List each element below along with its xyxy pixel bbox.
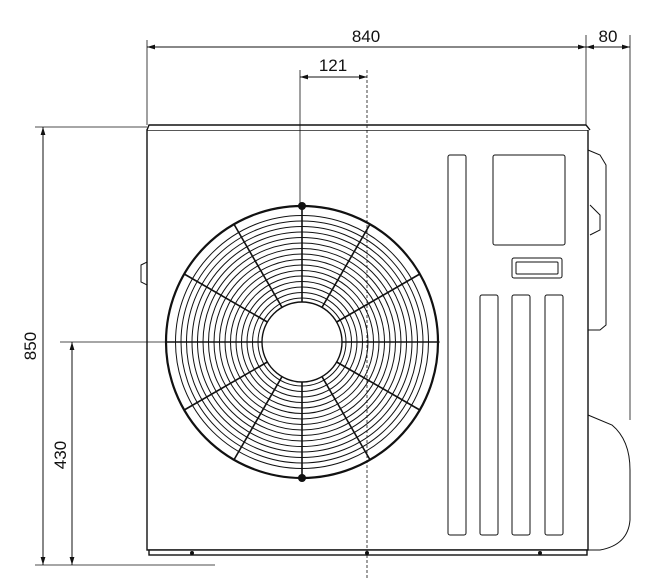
svg-text:850: 850 — [21, 332, 40, 360]
svg-text:80: 80 — [599, 27, 618, 46]
dimension-fan-center-height: 430 — [51, 342, 75, 565]
svg-text:840: 840 — [352, 27, 380, 46]
dimension-width: 840 — [147, 27, 586, 50]
dimension-fan-offset: 121 — [300, 56, 367, 80]
dimension-height: 850 — [21, 127, 46, 565]
svg-text:430: 430 — [51, 441, 70, 469]
svg-text:121: 121 — [319, 56, 347, 75]
side-panel — [447, 154, 566, 536]
dimension-depth: 80 — [586, 27, 630, 50]
